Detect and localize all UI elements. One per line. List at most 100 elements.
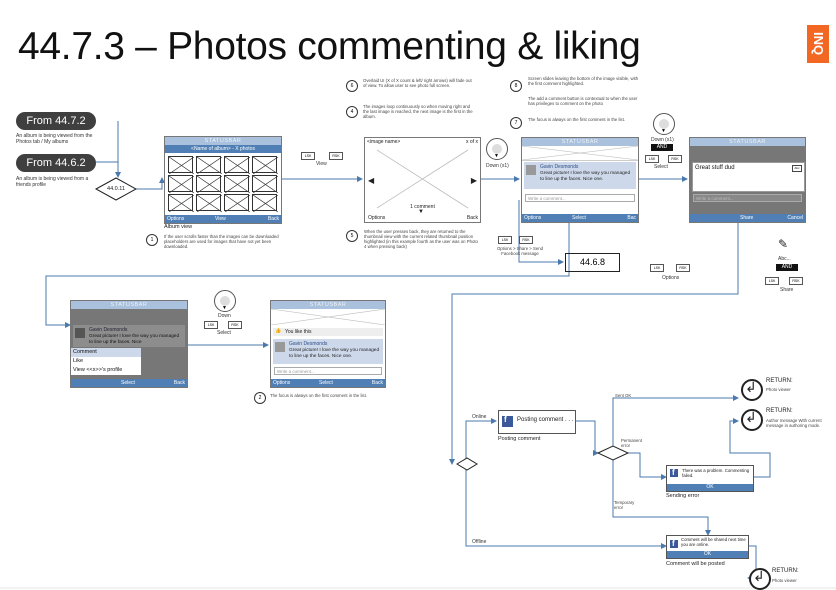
rsk-key: RSK bbox=[329, 152, 343, 160]
sending-error-dialog: There was a problem. Commenting failed. … bbox=[666, 465, 754, 492]
write-select-label: Select bbox=[654, 164, 668, 170]
queued-dialog: Comment will be shared next time you are… bbox=[666, 535, 749, 559]
album-header: <Name of album> - X photos bbox=[165, 145, 281, 153]
thumbnail[interactable] bbox=[224, 194, 250, 212]
link-44-6-8[interactable]: 44.6.8 bbox=[565, 253, 620, 272]
dpad-icon: ▼ bbox=[486, 138, 508, 160]
avatar bbox=[526, 165, 536, 175]
thumbs-up-icon: 👍 bbox=[275, 328, 282, 334]
view-action-label: View bbox=[316, 161, 327, 167]
note-5-text: When the user presses back, they are ret… bbox=[364, 229, 478, 250]
album-options-softkey[interactable]: Options bbox=[167, 216, 185, 222]
liked-write-comment-input[interactable]: Write a comment... bbox=[274, 367, 382, 375]
write-lsk-key: LSK bbox=[645, 155, 659, 163]
viewer-options-softkey[interactable]: Options bbox=[368, 215, 386, 221]
menu-lsk-key: LSK bbox=[204, 321, 218, 329]
liked-comment-text: Great picture! I love the way you manage… bbox=[289, 348, 380, 359]
write-share-softkey[interactable]: Share bbox=[740, 215, 754, 221]
note-5-marker: 5 bbox=[346, 230, 358, 242]
queued-facebook-icon bbox=[670, 539, 678, 548]
menu-statusbar: STATUSBAR bbox=[71, 301, 187, 309]
return-2-title: RETURN: bbox=[766, 408, 793, 414]
album-view-softkey[interactable]: View bbox=[215, 216, 226, 222]
share-action-label: Share bbox=[780, 287, 794, 293]
thumbnail[interactable] bbox=[252, 156, 278, 174]
thumbnail[interactable] bbox=[252, 175, 278, 193]
brand-logo: INQ bbox=[807, 25, 829, 63]
thumbnail[interactable] bbox=[252, 194, 278, 212]
comments-options-softkey[interactable]: Options bbox=[524, 215, 542, 221]
return-photo-viewer-icon[interactable] bbox=[741, 379, 763, 401]
right-arrow-icon[interactable]: ▶ bbox=[470, 176, 477, 185]
menu-item[interactable]: Comment bbox=[71, 348, 141, 357]
viewer-back-softkey[interactable]: Back bbox=[466, 215, 478, 221]
dpad2-icon: ▼ bbox=[653, 113, 675, 135]
left-arrow-icon[interactable]: ◀ bbox=[368, 176, 375, 185]
thumbnail-grid bbox=[168, 156, 278, 212]
share-rsk-key-2: RSK bbox=[789, 277, 803, 285]
thumbnail[interactable] bbox=[168, 156, 194, 174]
and-badge: AND bbox=[651, 144, 673, 151]
menu-item[interactable]: Like bbox=[73, 358, 84, 364]
comment-text: Great picture! I love the way you manage… bbox=[540, 171, 631, 182]
write-cancel-softkey[interactable]: Cancel bbox=[787, 215, 803, 221]
comment-options-menu-screen: STATUSBAR Gavin Desmonds Great picture! … bbox=[70, 300, 188, 388]
menu-bottom-bar: Select Back bbox=[71, 379, 187, 387]
album-back-softkey[interactable]: Back bbox=[267, 216, 279, 222]
fail-ok-button[interactable]: OK bbox=[667, 484, 753, 491]
comment-item[interactable]: Gavin Desmonds Great picture! I love the… bbox=[524, 162, 636, 189]
return-author-message-icon[interactable] bbox=[741, 409, 763, 431]
liked-options-softkey[interactable]: Options bbox=[273, 380, 291, 386]
menu-select-softkey[interactable]: Select bbox=[121, 380, 135, 386]
comments-back-softkey[interactable]: Bac bbox=[627, 215, 636, 221]
liked-bottom-bar: Options Select Back bbox=[271, 379, 385, 387]
comment-text-input[interactable]: Great stuff dud Abc bbox=[692, 162, 805, 192]
album-statusbar: STATUSBAR bbox=[165, 137, 281, 145]
thumbnail[interactable] bbox=[168, 175, 194, 193]
posting-caption: Posting comment bbox=[498, 436, 541, 442]
liked-select-softkey[interactable]: Select bbox=[319, 380, 333, 386]
return-photo-viewer-icon-2[interactable] bbox=[749, 568, 771, 590]
temporary-error-label: Temporary error bbox=[614, 500, 635, 511]
queued-caption: Comment will be posted bbox=[666, 561, 725, 567]
thumbnail[interactable] bbox=[224, 156, 250, 174]
note-2-marker: 2 bbox=[254, 392, 266, 404]
thumbnail[interactable] bbox=[168, 194, 194, 212]
return-2-sub: Author message With current message in a… bbox=[766, 418, 822, 429]
note-8b-text: The add a comment button is contextual t… bbox=[528, 96, 638, 107]
liked-back-softkey[interactable]: Back bbox=[371, 380, 383, 386]
album-view-caption: Album view bbox=[164, 224, 193, 230]
note-8-text: Screen slides leaving the bottom of the … bbox=[528, 76, 639, 87]
facebook-icon bbox=[502, 415, 513, 427]
abc-label: Abc... bbox=[778, 256, 791, 262]
note-4-text: The images loop continuously so when mov… bbox=[363, 104, 473, 120]
menu-down-label: Down bbox=[218, 313, 231, 319]
from-44-7-2-pill[interactable]: From 44.7.2 bbox=[16, 112, 96, 130]
thumbnail[interactable] bbox=[196, 156, 222, 174]
from-44-6-2-pill[interactable]: From 44.6.2 bbox=[16, 154, 96, 172]
note-7-text: The focus is always on the first comment… bbox=[528, 117, 625, 122]
write-rsk-key: RSK bbox=[668, 155, 682, 163]
queued-ok-button[interactable]: OK bbox=[667, 551, 748, 558]
liked-avatar bbox=[275, 342, 285, 352]
menu-rsk-key: RSK bbox=[228, 321, 242, 329]
menu-item[interactable]: View <<x>>'s profile bbox=[73, 367, 123, 373]
abc-mode-icon: Abc bbox=[792, 165, 802, 172]
options-action-label: Options bbox=[662, 275, 680, 281]
liked-statusbar: STATUSBAR bbox=[271, 301, 385, 309]
thumbnail[interactable] bbox=[196, 194, 222, 212]
thumbnail[interactable] bbox=[224, 175, 250, 193]
note-6-marker: 6 bbox=[346, 80, 358, 92]
comments-select-softkey[interactable]: Select bbox=[572, 215, 586, 221]
menu-back-softkey[interactable]: Back bbox=[173, 380, 185, 386]
thumbnail[interactable] bbox=[196, 175, 222, 193]
share-lsk-key: LSK bbox=[498, 236, 512, 244]
dpad3-icon: ▼ bbox=[214, 290, 236, 312]
write-comment-input[interactable]: Write a comment... bbox=[525, 194, 635, 202]
comments-screen: STATUSBAR Gavin Desmonds Great picture! … bbox=[521, 137, 639, 223]
options-rsk-key: RSK bbox=[676, 264, 690, 272]
note-1-marker: 1 bbox=[146, 234, 158, 246]
menu-avatar bbox=[75, 328, 85, 338]
liked-comment-item[interactable]: Gavin Desmonds Great picture! I love the… bbox=[273, 339, 383, 364]
dpad-down-arrow-icon: ▼ bbox=[494, 153, 499, 159]
